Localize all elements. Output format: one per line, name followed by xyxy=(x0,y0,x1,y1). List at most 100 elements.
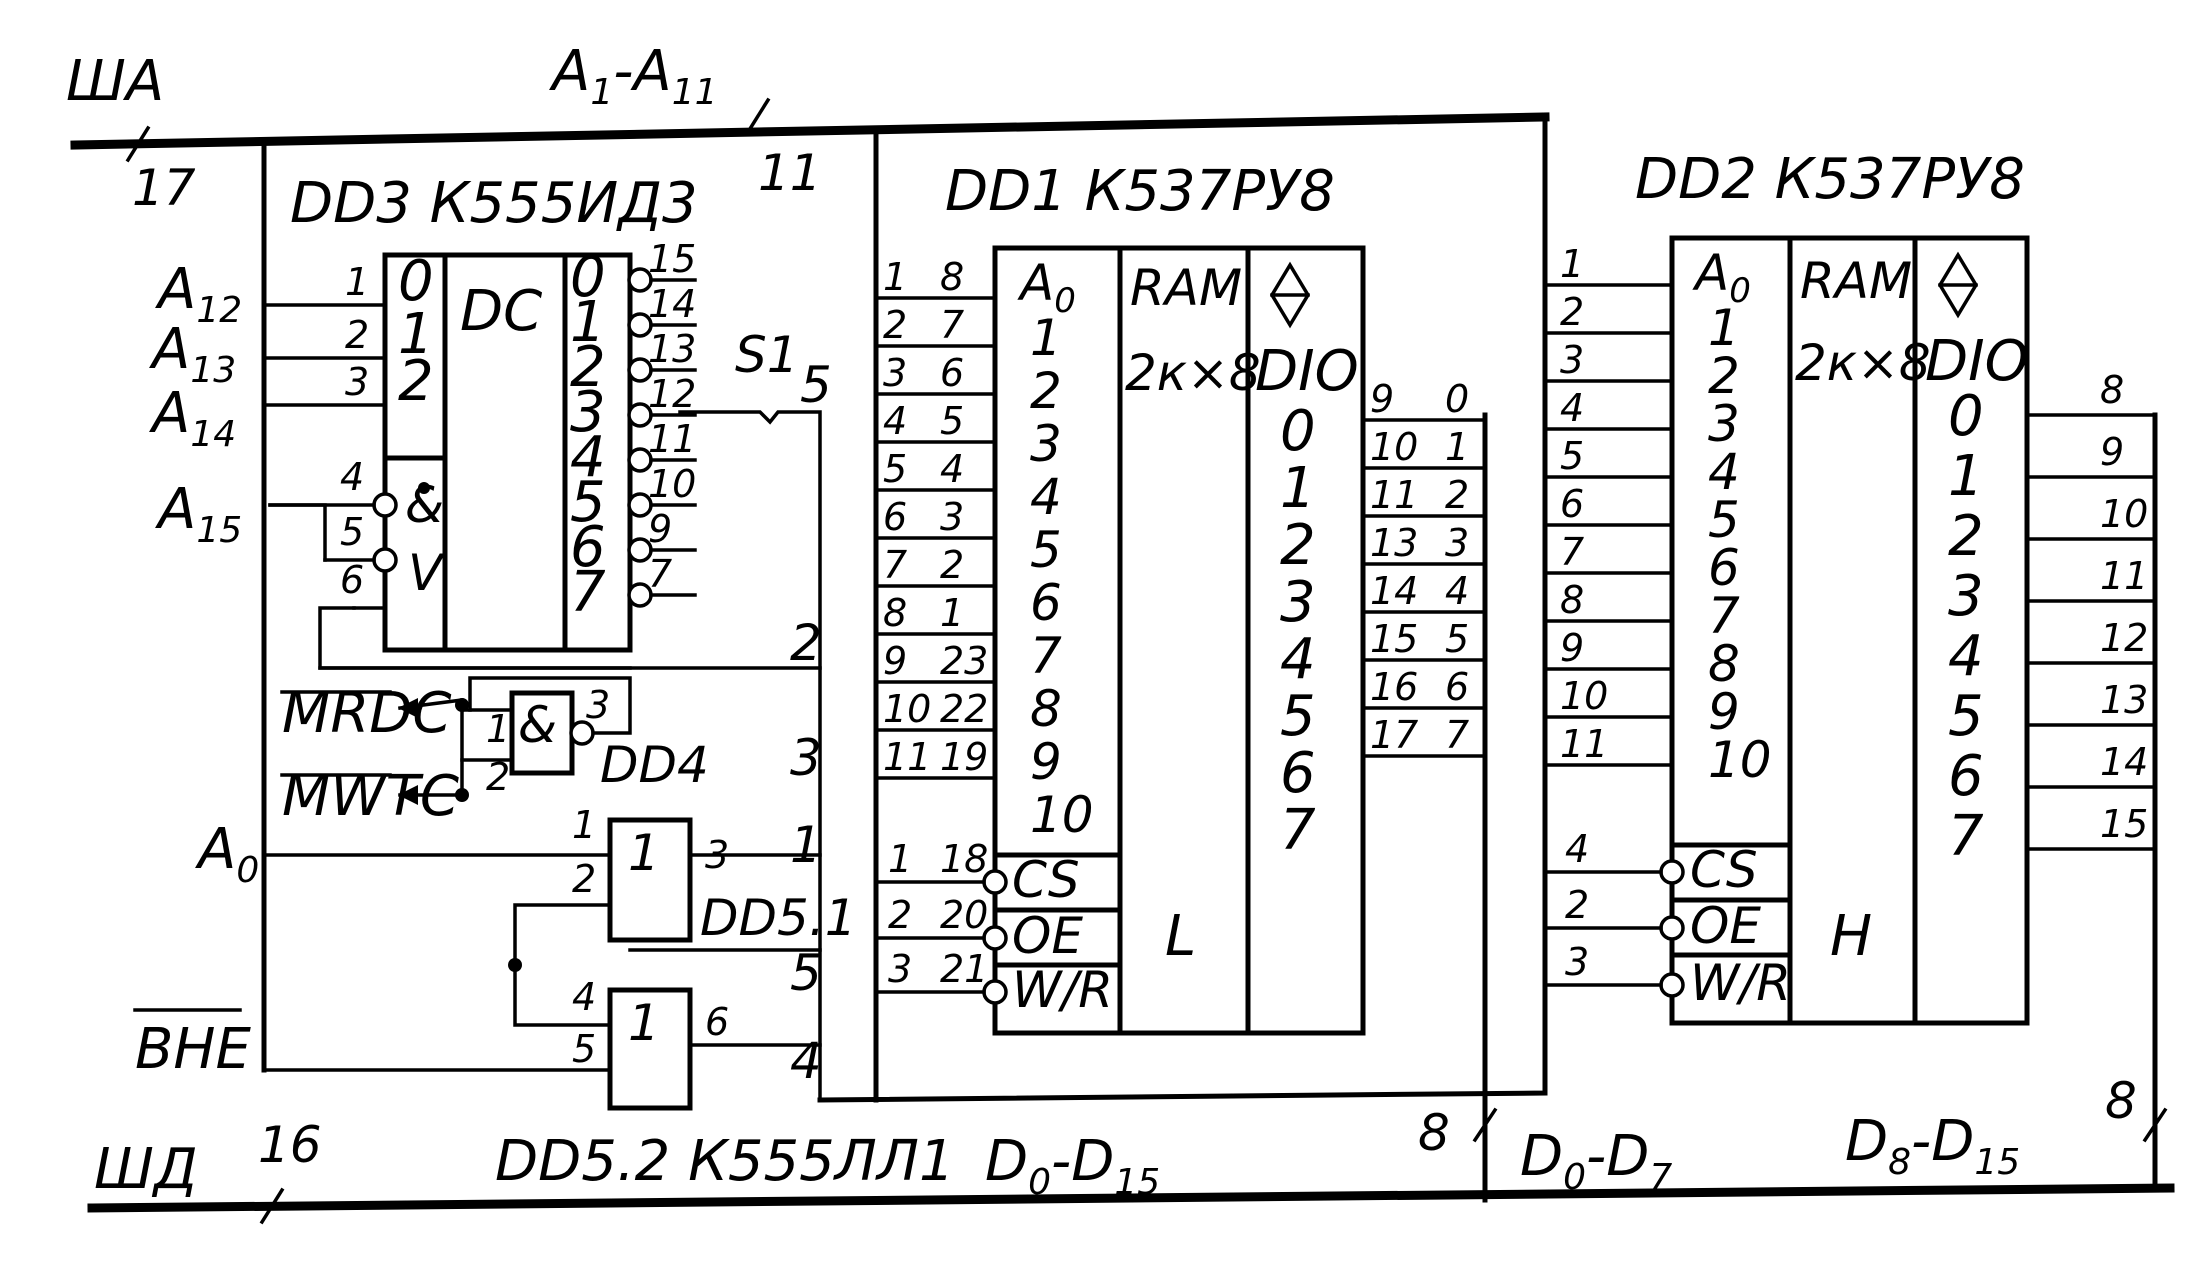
dd1-ram-low: DD1 К537РУ8 A0 RAM 2к×8 DIO L 1234567891… xyxy=(874,159,1487,1036)
dd51-gate: 1 1 2 3 DD5.1 A0 xyxy=(195,803,857,967)
bidirectional-icon xyxy=(1937,251,1979,319)
dd2-size-label: 2к×8 xyxy=(1795,334,1931,392)
address-range-width: 11 xyxy=(758,144,822,202)
dd2-addr-label: 5 xyxy=(1708,491,1740,549)
dd1-addr-label: 1 xyxy=(1030,309,1062,367)
dd2-ctrl-pin: 3 xyxy=(1565,940,1589,984)
bus-line-number: 5 xyxy=(790,944,822,1002)
dd2-ram-label: RAM xyxy=(1800,252,1912,310)
dd1-addr-label: 9 xyxy=(1030,733,1062,791)
dd1-ctrl-pin-number: 18 xyxy=(940,837,988,881)
dd1-right-pin-number: 5 xyxy=(1445,617,1469,661)
dd3-input-label: 1 xyxy=(398,302,434,367)
dd1-ctrl-pin-number: 21 xyxy=(940,947,988,991)
dd2-ctrl-bubble xyxy=(1659,859,1685,885)
dd1-left-pin: 5 xyxy=(883,447,907,491)
dd2-right-pin: 9 xyxy=(2100,430,2124,474)
dd1-dio-pin-label: 3 xyxy=(1280,570,1316,635)
dd1-dio-pin-label: 1 xyxy=(1280,456,1316,521)
dd3-enable-pin: 6 xyxy=(340,558,364,602)
dd2-addr-label: 6 xyxy=(1708,539,1740,597)
data-bus: ШД 16 xyxy=(87,1116,2175,1225)
addr-input-a14: A14 xyxy=(149,381,236,455)
dd2-right-pin: 14 xyxy=(2100,740,2148,784)
dd3-address-inputs: A12 A13 A14 A15 xyxy=(149,257,242,551)
dd3-input-pin: 1 xyxy=(345,260,369,304)
dd1-left-pin: 1 xyxy=(883,255,907,299)
dd1-addr-label: 6 xyxy=(1030,574,1062,632)
dd1-addr-label: 3 xyxy=(1030,415,1062,473)
dd1-left-pin: 2 xyxy=(883,303,907,347)
dd3-enable-pin: 5 xyxy=(340,510,364,554)
dd3-output-label: 7 xyxy=(570,560,606,625)
svg-text:1: 1 xyxy=(572,803,596,847)
dd2-dio-pin-label: 6 xyxy=(1948,744,1984,809)
dd2-right-pin: 12 xyxy=(2100,616,2148,660)
dd2-left-pin: 2 xyxy=(1560,290,1584,334)
dd1-ram-label: RAM xyxy=(1130,259,1242,317)
dd2-dio-pin-label: 7 xyxy=(1948,804,1984,869)
dd2-left-pin: 6 xyxy=(1560,482,1584,526)
dd1-left-pin: 4 xyxy=(883,399,907,443)
dd2-addr-label: 9 xyxy=(1708,683,1740,741)
dd2-dio-pin-label: 0 xyxy=(1948,384,1984,449)
dd3-output-pin: 13 xyxy=(648,327,696,371)
dd1-ctrl-label: CS xyxy=(1012,851,1080,909)
dd1-left-pin-number: 8 xyxy=(940,255,964,299)
dd1-right-pin: 13 xyxy=(1370,521,1418,565)
dd1-ctrl-pin: 3 xyxy=(888,947,912,991)
dd3-enable-pin: 4 xyxy=(340,455,364,499)
dd2-ctrl-label: CS xyxy=(1690,841,1758,899)
dd1-addr-label: 2 xyxy=(1030,362,1062,420)
svg-text:1: 1 xyxy=(628,994,660,1052)
dd2-left-pin: 5 xyxy=(1560,434,1584,478)
dd3-output-pin: 7 xyxy=(648,552,672,596)
dd1-ctrl-label: W/R xyxy=(1012,961,1113,1019)
dd3-output-pin: 9 xyxy=(648,507,672,551)
dd1-left-pin: 7 xyxy=(883,543,907,587)
dd2-addr-label: 2 xyxy=(1708,347,1740,405)
switch-s1: S1 5 xyxy=(678,326,832,1102)
dd2-dio-pin-label: 5 xyxy=(1948,684,1984,749)
address-bus-width: 17 xyxy=(132,159,196,217)
dd3-output-pin: 15 xyxy=(648,237,696,281)
dd1-ctrl-pin-number: 20 xyxy=(940,893,988,937)
dd1-left-pin: 3 xyxy=(883,351,907,395)
dd1-addr-label: 5 xyxy=(1030,521,1062,579)
dd2-ram-high: DD2 К537РУ8 A0 RAM 2к×8 DIO H 1234567891… xyxy=(1543,147,2157,1026)
input-bhe: BHE xyxy=(135,1017,252,1082)
dd1-title: DD1 К537РУ8 xyxy=(945,159,1335,224)
dd2-ctrl-bubble xyxy=(1659,915,1685,941)
dd51-body xyxy=(607,817,693,943)
dd1-dio-pin-label: 4 xyxy=(1280,627,1316,692)
svg-text:4: 4 xyxy=(572,975,596,1019)
dd3-output-label: 4 xyxy=(570,425,606,490)
dd1-left-pin-number: 23 xyxy=(940,639,988,683)
dd2-dio-pin-label: 1 xyxy=(1948,444,1984,509)
dd3-or-label: V xyxy=(408,544,446,602)
dd4-label: DD4 xyxy=(600,736,709,794)
dd51-label: DD5.1 xyxy=(700,889,857,947)
dd1-left-pin-number: 22 xyxy=(940,687,988,731)
bidirectional-icon xyxy=(1269,261,1311,329)
dd1-bank-label: L xyxy=(1165,904,1196,969)
dd1-size-label: 2к×8 xyxy=(1125,344,1261,402)
dd1-right-pin: 14 xyxy=(1370,569,1418,613)
dd2-addr-label: 3 xyxy=(1708,395,1740,453)
dd1-left-pin-number: 2 xyxy=(940,543,964,587)
low-range-label: D0-D7 xyxy=(1520,1124,1672,1198)
bus-line-number: 2 xyxy=(790,614,822,672)
dd2-left-pin: 9 xyxy=(1560,626,1584,670)
dd1-dio-pin-label: 7 xyxy=(1280,798,1316,863)
dd1-ctrl-label: OE xyxy=(1012,907,1083,965)
dd2-left-pin: 7 xyxy=(1560,530,1584,574)
dd1-dio-pin-label: 6 xyxy=(1280,741,1316,806)
dd2-addr-label: 1 xyxy=(1708,299,1740,357)
dd1-dio-label: DIO xyxy=(1255,339,1359,404)
dd1-left-pin-number: 1 xyxy=(940,591,964,635)
dd4-function: & xyxy=(518,696,557,754)
svg-text:6: 6 xyxy=(705,1000,729,1044)
dd1-right-pin-number: 7 xyxy=(1445,713,1469,757)
